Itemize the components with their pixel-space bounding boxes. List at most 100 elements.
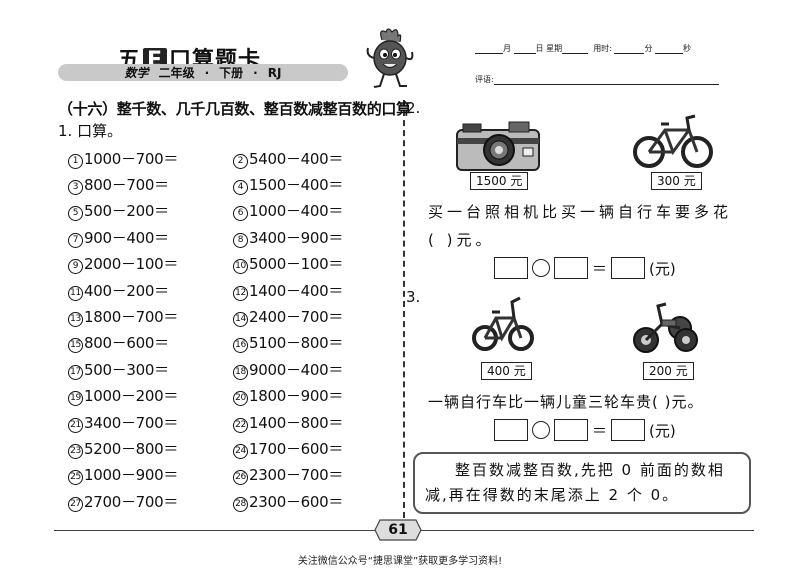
- problem-number: 25: [68, 470, 83, 486]
- term-label: 下册: [219, 66, 244, 80]
- day-label: 日: [535, 44, 544, 53]
- problem-expression: 2300－600＝: [249, 492, 344, 511]
- grade-label: 二年级: [158, 66, 195, 80]
- operator-circle[interactable]: [532, 421, 550, 439]
- weekday-blank[interactable]: [562, 45, 589, 54]
- problem-number: 11: [68, 285, 83, 301]
- problem-expression: 1700－600＝: [249, 439, 344, 458]
- minutes-label: 分: [644, 44, 653, 53]
- question-2-answer-blank[interactable]: ( )元。: [428, 231, 495, 249]
- operator-circle[interactable]: [532, 259, 550, 277]
- dot-separator: ·: [204, 65, 210, 80]
- answer-box[interactable]: [494, 257, 528, 279]
- problem-expression: 2700－700＝: [84, 492, 179, 511]
- problem-number: 5: [68, 206, 83, 222]
- problem-number: 1: [68, 153, 83, 169]
- problem-expression: 3400－700＝: [84, 413, 179, 432]
- problem-expression: 1000－700＝: [84, 149, 179, 168]
- camera-price-tag: 1500 元: [470, 172, 529, 190]
- problem-number: 17: [68, 364, 83, 380]
- problem-number: 23: [68, 443, 83, 459]
- problem-expression: 1000－900＝: [84, 466, 179, 485]
- problem-expression: 3400－900＝: [249, 228, 344, 247]
- question-3-equation: ＝ (元): [494, 419, 676, 441]
- tricycle-icon: [633, 302, 698, 353]
- problem-number: 8: [233, 232, 248, 248]
- dot-separator: ·: [253, 65, 258, 80]
- problem-number: 19: [68, 391, 83, 407]
- problem-expression: 1500－400＝: [249, 176, 344, 195]
- answer-box[interactable]: [554, 419, 588, 441]
- problem-expression: 2400－700＝: [249, 308, 344, 327]
- month-label: 月: [503, 44, 511, 53]
- month-blank[interactable]: [475, 45, 503, 54]
- problem-number: 7: [68, 232, 83, 248]
- weekday-label: 星期: [546, 44, 563, 53]
- comment-label: 评语:: [475, 75, 494, 84]
- question-2-equation: ＝ (元): [494, 257, 676, 279]
- seconds-label: 秒: [682, 44, 691, 53]
- question-2-number: 2.: [406, 99, 421, 117]
- problem-expression: 2000－100＝: [84, 255, 179, 274]
- tip-line-2: 减,再在得数的末尾添上 2 个 0。: [425, 486, 680, 504]
- footer-note: 关注微信公众号“捷思课堂”获取更多学习资料!: [297, 556, 503, 567]
- problem-expression: 1000－400＝: [249, 202, 344, 221]
- problem-number: 14: [233, 312, 248, 328]
- answer-box[interactable]: [611, 257, 646, 279]
- equals-sign: ＝: [592, 421, 608, 440]
- answer-box[interactable]: [611, 419, 646, 441]
- problem-number: 15: [68, 338, 83, 354]
- equals-sign: ＝: [592, 259, 608, 278]
- answer-box[interactable]: [554, 257, 588, 279]
- answer-box[interactable]: [494, 419, 528, 441]
- problem-number: 2: [233, 153, 248, 169]
- problem-number: 27: [68, 496, 83, 512]
- problem-number: 13: [68, 312, 83, 328]
- page-number: 61: [388, 522, 408, 538]
- problem-expression: 1000－200＝: [84, 387, 179, 406]
- problem-expression: 5200－800＝: [84, 439, 179, 458]
- minutes-blank[interactable]: [614, 45, 645, 54]
- seconds-blank[interactable]: [654, 45, 683, 54]
- tip-line-1: 整百数减整百数,先把 0 前面的数相: [455, 461, 725, 479]
- day-blank[interactable]: [513, 45, 536, 54]
- radish-mascot-icon: [366, 28, 414, 88]
- problem-number: 3: [68, 180, 83, 196]
- comment-blank[interactable]: [493, 76, 719, 85]
